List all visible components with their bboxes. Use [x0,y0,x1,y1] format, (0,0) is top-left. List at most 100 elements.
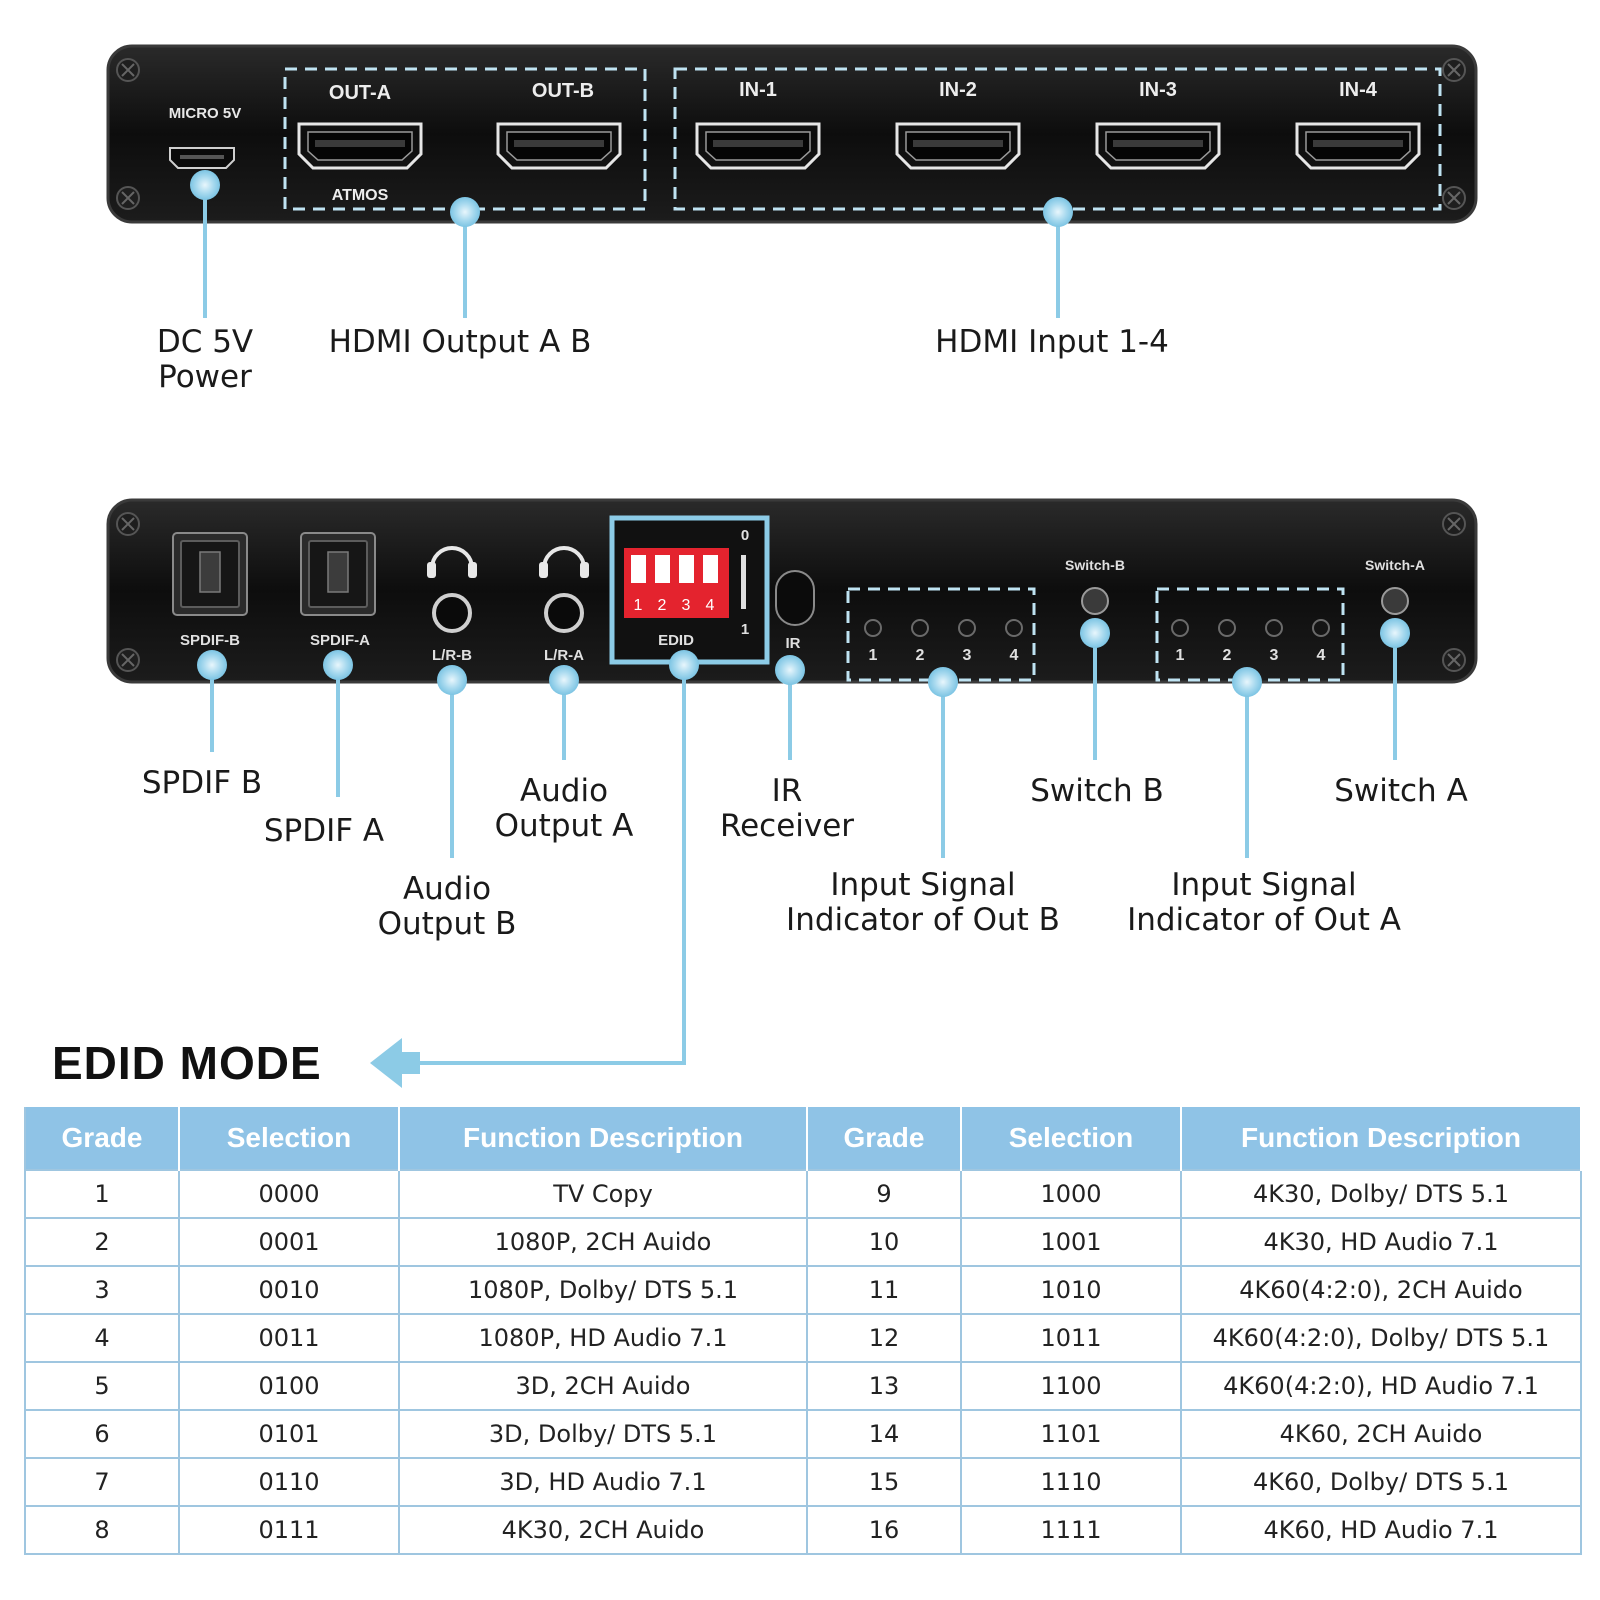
table-cell: 3D, HD Audio 7.1 [398,1457,808,1507]
table-cell: 7 [24,1457,180,1507]
callout-dot [450,197,480,227]
dip-number: 2 [658,597,667,614]
switch-a-button[interactable] [1381,587,1409,615]
table-cell: 14 [806,1409,962,1459]
edid-mode-title: EDID MODE [52,1037,322,1089]
in-2-label: IN-2 [939,79,977,101]
atmos-label: ATMOS [332,187,389,204]
table-cell: 0010 [178,1265,400,1315]
dip-on-label: 0 [741,527,749,544]
callout-audio-output-b: Audio Output B [377,871,517,942]
lr-a-label: L/R-A [544,647,584,664]
table-cell: 1080P, HD Audio 7.1 [398,1313,808,1363]
screw-icon [1442,186,1466,210]
led-number: 1 [1176,647,1185,664]
screw-icon [116,58,140,82]
callout-dot [1043,197,1073,227]
table-cell: 11 [806,1265,962,1315]
table-cell: 4K60(4:2:0), Dolby/ DTS 5.1 [1180,1313,1582,1363]
switch-b-button[interactable] [1081,587,1109,615]
table-cell: 0001 [178,1217,400,1267]
top-callout-lines [203,185,1060,318]
dip-off-label: 1 [741,621,749,638]
callout-switch-a: Switch A [1334,773,1468,809]
table-cell: 4K30, HD Audio 7.1 [1180,1217,1582,1267]
in-1-label: IN-1 [739,79,777,101]
micro-5v-label: MICRO 5V [169,105,242,122]
bottom-panel: SPDIF-B SPDIF-A L/R-B L/R-A 1 2 3 4 [106,498,1478,684]
table-cell: 8 [24,1505,180,1555]
screw-icon [1442,512,1466,536]
table-cell: 3D, Dolby/ DTS 5.1 [398,1409,808,1459]
table-cell: 4K30, 2CH Auido [398,1505,808,1555]
callout-hdmi-output: HDMI Output A B [328,324,592,360]
led-number: 4 [1317,647,1326,664]
led-number: 4 [1010,647,1019,664]
table-cell: 4K60, HD Audio 7.1 [1180,1505,1582,1555]
dip-number: 4 [706,597,715,614]
bottom-callout-lines [210,633,1397,1065]
micro-usb-port [169,147,235,169]
ir-window [775,570,815,626]
callout-dots [197,618,1410,697]
table-cell: 0100 [178,1361,400,1411]
screw-icon [1442,58,1466,82]
spdif-a-port [300,532,376,616]
table-cell: 1080P, 2CH Auido [398,1217,808,1267]
table-cell: 12 [806,1313,962,1363]
table-cell: 16 [806,1505,962,1555]
column-header: Function Description [1181,1107,1582,1170]
table-cell: 6 [24,1409,180,1459]
ir-panel-label: IR [786,635,801,652]
table-cell: 4K60, Dolby/ DTS 5.1 [1180,1457,1582,1507]
lr-b-label: L/R-B [432,647,472,664]
out-b-label: OUT-B [532,80,594,102]
table-cell: 1111 [960,1505,1182,1555]
led-number: 1 [869,647,878,664]
in-3-label: IN-3 [1139,79,1177,101]
spdif-b-port [172,532,248,616]
table-header-row: Grade Selection Function Description Gra… [24,1107,1582,1170]
table-cell: 1100 [960,1361,1182,1411]
table-cell: 1080P, Dolby/ DTS 5.1 [398,1265,808,1315]
column-header: Grade [807,1107,962,1170]
callout-indicator-out-a: Input Signal Indicator of Out A [1127,867,1401,938]
edid-panel-label: EDID [658,632,694,649]
column-header: Function Description [399,1107,808,1170]
table-cell: 4K60(4:2:0), 2CH Auido [1180,1265,1582,1315]
table-cell: 1011 [960,1313,1182,1363]
headphone-icon [427,562,436,578]
arrow-left-icon [370,1038,420,1088]
screw-icon [1442,648,1466,672]
switch-b-panel-label: Switch-B [1065,557,1125,573]
callout-spdif-b: SPDIF B [141,765,263,801]
table-cell: 1000 [960,1169,1182,1219]
table-cell: 0110 [178,1457,400,1507]
spdif-b-panel-label: SPDIF-B [180,632,240,649]
table-cell: 15 [806,1457,962,1507]
audio-jack-a [544,593,584,633]
callout-dc-power: DC 5V Power [156,324,254,395]
edid-dip-switch[interactable] [624,548,729,618]
table-cell: 3 [24,1265,180,1315]
callout-indicator-out-b: Input Signal Indicator of Out B [786,867,1060,938]
headphone-icon [542,546,586,569]
led-number: 2 [1223,647,1232,664]
led-indicators-out-b [864,619,1023,637]
callout-audio-output-a: Audio Output A [494,773,634,844]
screw-icon [116,186,140,210]
screw-icon [116,512,140,536]
dip-indicator-bar [741,555,746,609]
table-cell: 0111 [178,1505,400,1555]
table-cell: 1001 [960,1217,1182,1267]
table-cell: 1 [24,1169,180,1219]
table-cell: 0011 [178,1313,400,1363]
callout-dot [190,170,220,200]
callout-ir-receiver: IR Receiver [719,773,855,844]
table-cell: 4 [24,1313,180,1363]
